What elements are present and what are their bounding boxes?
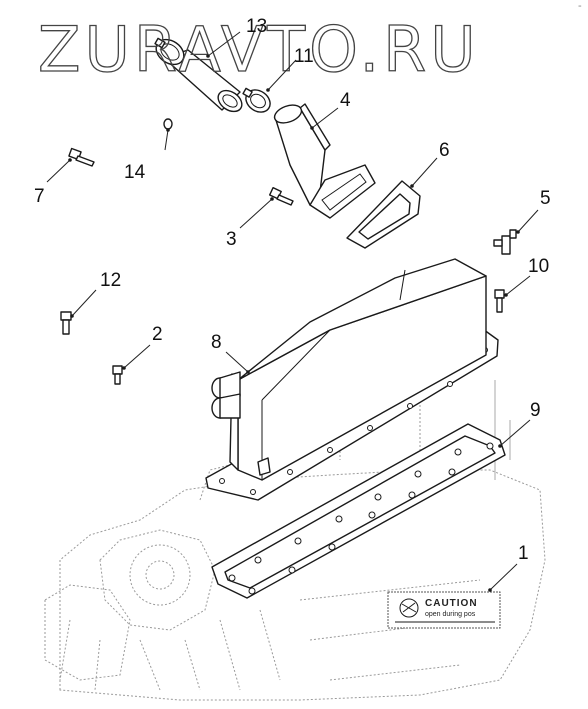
bolt-7 xyxy=(68,147,95,167)
callout-9: 9 xyxy=(530,400,541,421)
callout-4: 4 xyxy=(340,90,351,111)
connection-hose xyxy=(163,49,243,113)
callout-12: 12 xyxy=(100,270,121,291)
watermark: ZURAVTO.RU xyxy=(38,13,480,86)
callout-11: 11 xyxy=(294,46,314,67)
callout-1: 1 xyxy=(518,543,529,564)
bolt-3 xyxy=(268,186,294,206)
callout-14: 14 xyxy=(124,162,146,183)
fitting-5 xyxy=(493,229,517,255)
outlet-gasket xyxy=(346,180,421,249)
caution-label: CAUTION open during pos xyxy=(387,591,501,629)
callout-7: 7 xyxy=(34,186,45,207)
callout-5: 5 xyxy=(540,188,551,209)
bolt-10 xyxy=(494,289,505,313)
hose-clamp-upper xyxy=(154,37,185,66)
washer-14 xyxy=(163,118,173,130)
callout-3: 3 xyxy=(226,229,237,250)
callout-13: 13 xyxy=(246,16,267,37)
caution-title: CAUTION xyxy=(425,598,478,609)
callout-6: 6 xyxy=(439,140,450,161)
outlet-elbow xyxy=(273,103,376,219)
bolt-2 xyxy=(112,365,123,385)
leader-dots xyxy=(68,54,520,592)
callout-10: 10 xyxy=(528,256,549,277)
aftercooler-housing xyxy=(205,258,499,501)
bolt-12 xyxy=(60,311,72,335)
leader-lines xyxy=(46,31,539,591)
callout-8: 8 xyxy=(211,332,222,353)
caution-text: open during pos xyxy=(425,611,476,618)
corner-mark: - xyxy=(578,0,582,12)
callout-2: 2 xyxy=(152,324,163,345)
hose-clamp-lower xyxy=(242,87,271,113)
cover-gasket xyxy=(211,423,506,599)
